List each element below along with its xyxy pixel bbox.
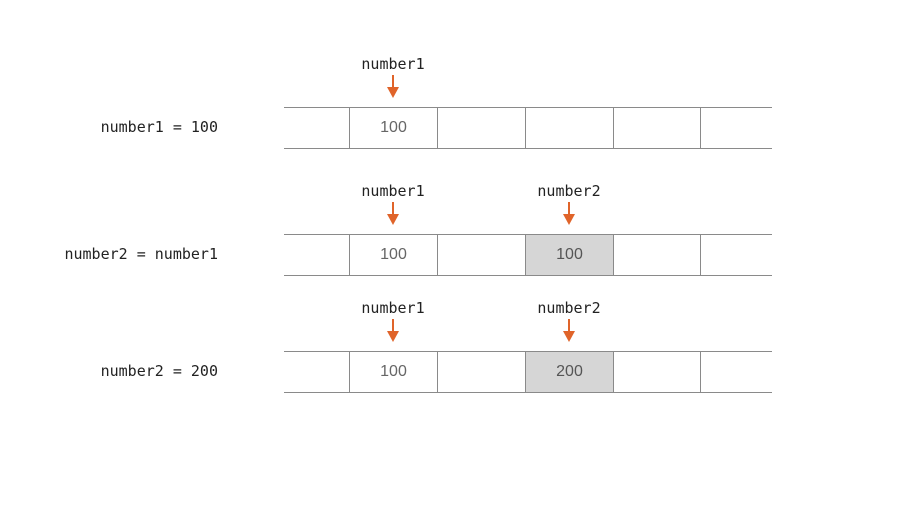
assignment-statement: number1 = 100 <box>100 118 218 136</box>
memory-cell <box>613 235 700 275</box>
assignment-statement: number2 = number1 <box>64 245 218 263</box>
memory-cell <box>284 352 349 392</box>
cell-value: 100 <box>556 246 583 263</box>
memory-cell <box>525 108 613 148</box>
memory-cell <box>700 108 772 148</box>
variable-name-label: number1 <box>361 182 425 200</box>
variable-pointer: number2 <box>524 299 614 343</box>
variable-pointer: number2 <box>524 182 614 226</box>
down-arrow-icon <box>387 75 399 98</box>
memory-strip: 100 <box>284 107 772 149</box>
memory-cell <box>613 108 700 148</box>
cell-value: 100 <box>380 246 407 263</box>
memory-cell <box>437 235 525 275</box>
memory-strip: 100 200 <box>284 351 772 393</box>
cell-value: 100 <box>380 119 407 136</box>
variable-pointer: number1 <box>348 55 438 99</box>
assignment-statement: number2 = 200 <box>100 362 218 380</box>
variable-name-label: number1 <box>361 55 425 73</box>
down-arrow-icon <box>563 202 575 225</box>
down-arrow-icon <box>387 202 399 225</box>
variable-name-label: number2 <box>537 299 601 317</box>
memory-cell <box>700 235 772 275</box>
memory-cell: 100 <box>349 352 437 392</box>
variable-pointer: number1 <box>348 182 438 226</box>
memory-cell <box>284 108 349 148</box>
memory-cell <box>700 352 772 392</box>
cell-value: 200 <box>556 363 583 380</box>
memory-cell <box>284 235 349 275</box>
memory-cell: 100 <box>525 235 613 275</box>
memory-cell <box>437 108 525 148</box>
cell-value: 100 <box>380 363 407 380</box>
memory-cell <box>613 352 700 392</box>
memory-cell: 100 <box>349 235 437 275</box>
memory-cell: 200 <box>525 352 613 392</box>
memory-cell <box>437 352 525 392</box>
memory-strip: 100 100 <box>284 234 772 276</box>
variable-pointer: number1 <box>348 299 438 343</box>
memory-cell: 100 <box>349 108 437 148</box>
variable-name-label: number2 <box>537 182 601 200</box>
down-arrow-icon <box>563 319 575 342</box>
down-arrow-icon <box>387 319 399 342</box>
variable-name-label: number1 <box>361 299 425 317</box>
